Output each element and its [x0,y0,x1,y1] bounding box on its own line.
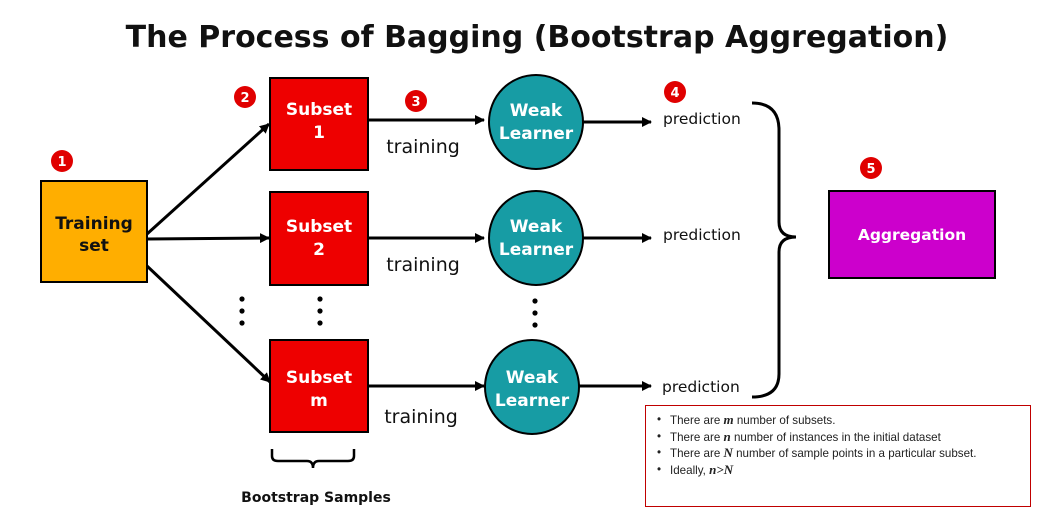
training-label-2: training [386,254,460,276]
diagram-title: The Process of Bagging (Bootstrap Aggreg… [126,20,949,55]
training-set-label-line1: Training [55,214,133,234]
weak-learner-circle-1: Weak Learner [488,74,584,170]
training-label-1: training [386,136,460,158]
step-badge-4: 4 [664,81,686,103]
weak-learner-circle-m: Weak Learner [484,339,580,435]
weak-learner-circle-2: Weak Learner [488,190,584,286]
weak-learner-2-line2: Learner [499,240,574,260]
note-item-ideally: Ideally, n>N [657,462,1020,479]
subset-1-label-line2: 1 [313,123,325,143]
note-item-instances: There are n number of instances in the i… [657,429,1020,446]
notes-box: There are m number of subsets. There are… [645,405,1031,507]
subset-2-label-line1: Subset [286,217,352,237]
svg-text:3: 3 [411,95,420,110]
step-badge-1: 1 [51,150,73,172]
note-item-subsets: There are m number of subsets. [657,412,1020,429]
prediction-label-2: prediction [663,226,741,244]
arrow-training-to-subset-m [145,264,272,384]
prediction-label-1: prediction [663,110,741,128]
svg-text:1: 1 [57,155,66,170]
weak-learner-m-line1: Weak [506,368,559,388]
prediction-brace [751,101,797,399]
svg-text:4: 4 [670,86,679,101]
arrow-training-to-subset-1 [145,122,271,236]
subset-2-label-line2: 2 [313,240,325,260]
ellipsis-dots [239,296,538,328]
bootstrap-brace [270,449,356,469]
note-item-sample-points: There are N number of sample points in a… [657,445,1020,462]
notes-list: There are m number of subsets. There are… [656,412,1020,478]
aggregation-box: Aggregation [828,190,996,279]
training-label-m: training [384,406,458,428]
training-set-box: Training set [40,180,148,283]
bootstrap-samples-caption: Bootstrap Samples [241,490,391,506]
subset-box-2: Subset 2 [269,191,369,286]
subset-1-label-line1: Subset [286,100,352,120]
step-badge-5: 5 [860,157,882,179]
svg-text:5: 5 [866,162,875,177]
aggregation-label: Aggregation [858,226,966,244]
training-set-label-line2: set [79,236,109,256]
step-badge-3: 3 [405,90,427,112]
subset-m-label-line1: Subset [286,368,352,388]
weak-learner-1-line1: Weak [510,101,563,121]
subset-box-m: Subset m [269,339,369,433]
weak-learner-m-line2: Learner [495,391,570,411]
weak-learner-2-line1: Weak [510,217,563,237]
weak-learner-1-line2: Learner [499,124,574,144]
subset-box-1: Subset 1 [269,77,369,171]
prediction-label-m: prediction [662,378,740,396]
svg-text:2: 2 [240,91,249,106]
arrow-training-to-subset-2 [146,233,270,244]
subset-m-label-line2: m [310,391,328,411]
step-badge-2: 2 [234,86,256,108]
